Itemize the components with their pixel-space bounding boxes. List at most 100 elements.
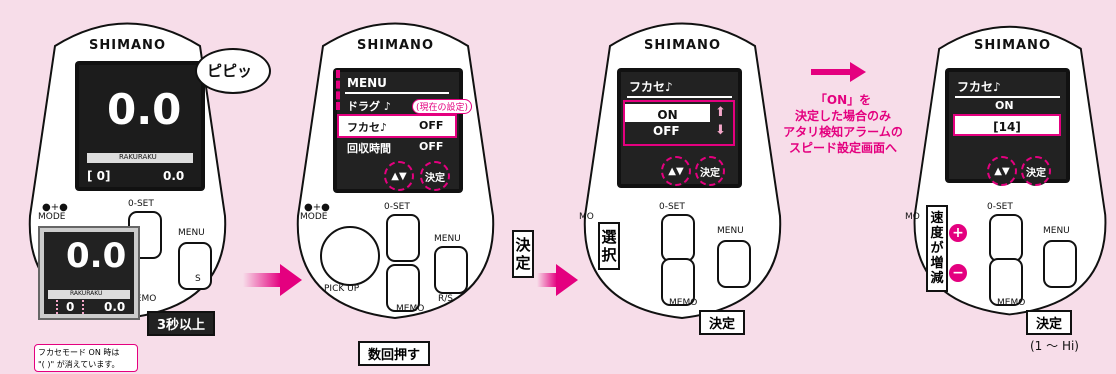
up-down-button[interactable]: ▲▼ (661, 156, 691, 186)
menu-button[interactable] (1043, 240, 1077, 288)
fukase-label: フカセ♪ (347, 121, 388, 134)
mode-label: MODE (38, 212, 66, 222)
scroll-down-arrow (336, 70, 344, 110)
fukase-note-line1: フカセモード ON 時は (38, 348, 120, 357)
memo-button[interactable] (989, 258, 1023, 306)
oset-button[interactable] (386, 214, 420, 262)
kettei-tag: 決定 (1026, 310, 1073, 335)
lcd-screen: 0.0 RAKURAKU [ 0] 0.0 (75, 61, 205, 191)
speed-value-box: [14] (953, 114, 1061, 136)
menu-underline (345, 92, 449, 94)
memo-button[interactable] (661, 258, 695, 306)
memo-label: MEMO (128, 294, 157, 304)
oset-label: 0-SET (659, 202, 685, 212)
oset-button[interactable] (661, 214, 695, 262)
zoom-lcd: 0.0 RAKURAKU 0 0.0 (38, 226, 140, 320)
mode-dots: ●+● (304, 202, 330, 213)
title-underline (955, 96, 1060, 98)
brand-logo: SHIMANO (356, 38, 434, 53)
reel-panel-2: SHIMANO MENU ドラグ ♪ フカセ♪ OFF 回収時間 OFF (現在… (288, 6, 503, 324)
zoom-speed-readout: 0.0 (66, 236, 127, 276)
memo-label: MEMO (997, 298, 1026, 308)
rs-label: S (195, 274, 201, 284)
brand-logo: SHIMANO (643, 38, 721, 53)
menu-button[interactable] (178, 242, 212, 290)
oset-label: 0-SET (384, 202, 410, 212)
menu-button[interactable] (717, 240, 751, 288)
oset-label: 0-SET (128, 199, 154, 209)
middle-line3: アタリ検知アラームの (783, 125, 903, 139)
flow-arrow-2 (556, 264, 578, 296)
kettei-button[interactable]: 決定 (695, 156, 725, 186)
bubble-text: ピピッ (207, 62, 253, 80)
zoom-rakuraku-bar (48, 290, 130, 299)
rakuraku-label: RAKURAKU (119, 153, 157, 161)
range-label: (1 ～ Hi) (1030, 339, 1079, 353)
kettei-vertical-tag: 決定 (512, 230, 534, 278)
option-on[interactable]: ON (625, 104, 710, 122)
flow-arrow-bar-1 (243, 273, 281, 287)
oset-button[interactable] (989, 214, 1023, 262)
reel-panel-3: SHIMANO フカセ♪ ON OFF ⬆⬇ ▲▼ 決定 MO 0-SET ME… (575, 6, 790, 324)
memo-button[interactable] (386, 264, 420, 312)
bracket-value: [ 0] (87, 169, 111, 183)
menu-button[interactable] (434, 246, 468, 294)
mode-label: MODE (300, 212, 328, 222)
speed-change-vertical-tag: 速度が増減 (926, 205, 948, 292)
press-several-times-tag: 数回押す (358, 341, 431, 366)
plus-icon: + (949, 224, 967, 242)
fukase-title: フカセ♪ (629, 80, 673, 94)
reel-panel-4: SHIMANO フカセ♪ ON [14] ▲▼ 決定 MO 0-SET MEMO… (905, 6, 1116, 324)
flow-arrow-bar-2 (537, 273, 557, 287)
fukase-note: フカセモード ON 時は "( )" が消えています。 (34, 344, 138, 372)
up-down-button[interactable]: ▲▼ (384, 161, 414, 191)
fukase-value: OFF (419, 119, 444, 132)
menu-label: MENU (717, 226, 744, 236)
on-label: ON (995, 99, 1014, 112)
menu-item-kaishu-value: OFF (419, 140, 444, 153)
lcd-screen: フカセ♪ ON OFF ⬆⬇ (617, 68, 742, 188)
mode-label: MO (905, 212, 920, 222)
option-off-label[interactable]: OFF (653, 124, 680, 138)
rakuraku-bar (87, 153, 193, 163)
updown-arrows-icon: ⬆⬇ (715, 105, 726, 138)
rs-label: R/S (438, 294, 453, 304)
speed-value: [14] (993, 120, 1021, 134)
speech-bubble: ピピッ (195, 48, 271, 94)
hold-3sec-tag: 3秒以上 (147, 311, 216, 336)
flow-arrow-3 (850, 62, 866, 82)
zoom-rakuraku-label: RAKURAKU (70, 290, 103, 297)
speed-readout: 0.0 (107, 85, 182, 134)
middle-explanation: 「ON」を 決定した場合のみ アタリ検知アラームの スピード設定画面へ (768, 92, 918, 156)
fukase-note-line2: "( )" が消えています。 (38, 360, 120, 369)
menu-item-fukase: フカセ♪ OFF (337, 114, 457, 138)
oset-label: 0-SET (987, 202, 1013, 212)
small-value: 0.0 (163, 169, 185, 183)
option-on-label: ON (657, 108, 678, 122)
option-box: ON OFF ⬆⬇ (623, 100, 735, 146)
menu-label: MENU (178, 228, 205, 238)
memo-label: MEMO (396, 304, 425, 314)
menu-item-kaishu: 回収時間 (347, 142, 391, 155)
menu-label: MENU (434, 234, 461, 244)
middle-line4: スピード設定画面へ (788, 141, 897, 155)
kettei-button[interactable]: 決定 (1021, 156, 1051, 186)
brand-logo: SHIMANO (973, 38, 1051, 53)
kettei-tag: 決定 (699, 310, 746, 335)
flow-arrow-1 (280, 264, 302, 296)
mode-dots: ●+● (42, 202, 68, 213)
brand-logo: SHIMANO (88, 38, 166, 53)
middle-line2: 決定した場合のみ (794, 109, 891, 123)
zoom-small-value: 0.0 (104, 300, 126, 314)
zoom-bracket-value: 0 (56, 300, 85, 314)
middle-line1: 「ON」を (814, 93, 872, 107)
menu-item-drag: ドラグ ♪ (347, 100, 391, 113)
up-down-button[interactable]: ▲▼ (987, 156, 1017, 186)
kettei-button[interactable]: 決定 (420, 161, 450, 191)
title-underline (627, 96, 732, 98)
minus-icon: − (949, 264, 967, 282)
pickup-label: PICK UP (324, 284, 360, 294)
current-setting-label: (現在の設定) (412, 99, 473, 114)
fukase-title: フカセ♪ (957, 80, 1001, 94)
flow-arrow-bar-3 (811, 69, 851, 75)
